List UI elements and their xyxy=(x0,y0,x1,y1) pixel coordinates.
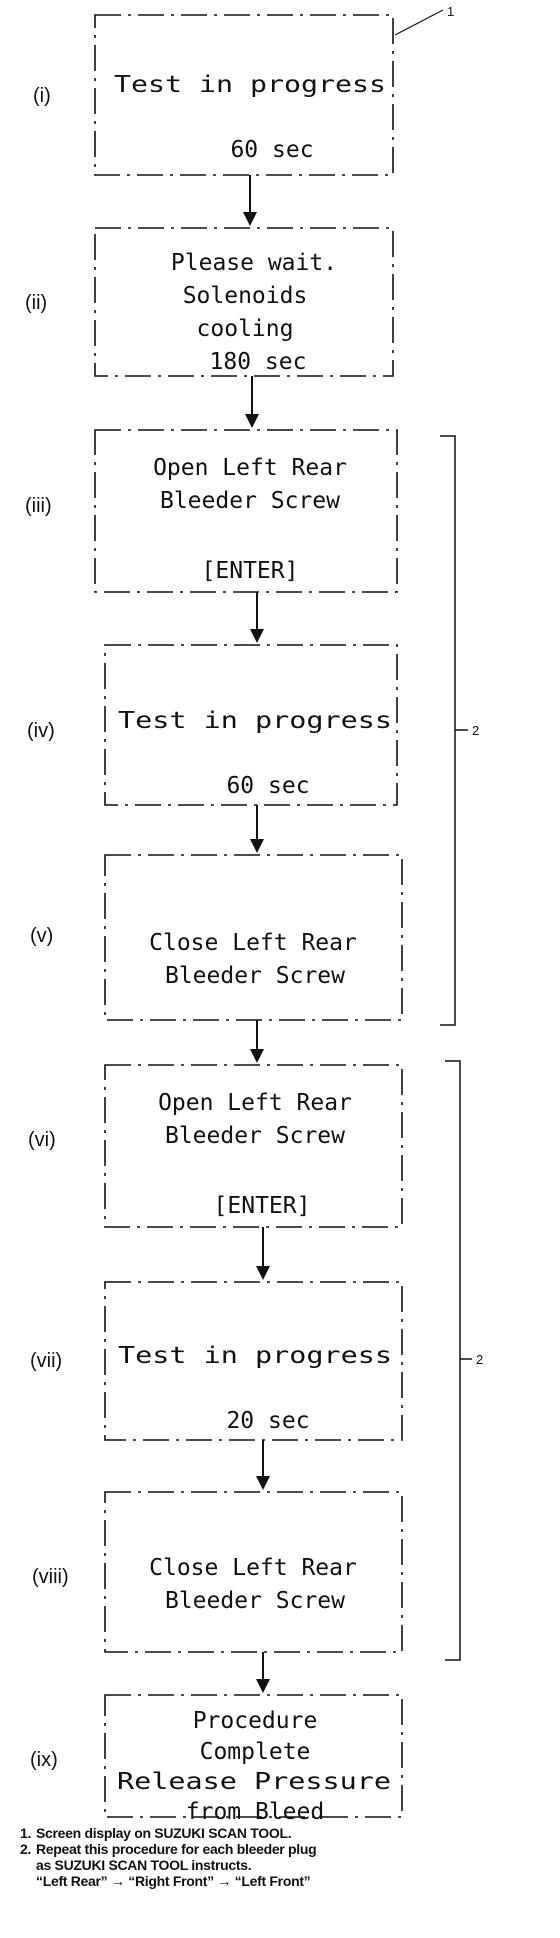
screen-text-line: from Bleed xyxy=(186,1799,324,1825)
screen-1-text: Test in progress 60 sec xyxy=(114,72,386,163)
screen-6-text: Open Left Rear Bleeder Screw [ENTER] xyxy=(158,1090,352,1219)
screen-8-text: Close Left Rear Bleeder Screw xyxy=(149,1555,357,1614)
screen-3-text: Open Left Rear Bleeder Screw [ENTER] xyxy=(153,455,347,584)
step-label-1: (i) xyxy=(33,85,51,107)
callout-1: 1 xyxy=(447,4,454,19)
screen-text-line: Bleeder Screw xyxy=(165,1588,345,1614)
screen-text-line: Solenoids xyxy=(183,283,308,309)
footnote-1: 1. Screen display on SUZUKI SCAN TOOL. xyxy=(20,1825,440,1841)
screen-box-3 xyxy=(94,429,398,593)
screen-box-2 xyxy=(94,227,394,377)
step-label-2: (ii) xyxy=(25,292,47,314)
callout-2b: 2 xyxy=(476,1352,483,1367)
screen-box-1 xyxy=(94,14,394,176)
callout-leader-1 xyxy=(394,9,444,36)
screen-box-8 xyxy=(104,1491,403,1653)
screen-7-text: Test in progress 20 sec xyxy=(118,1343,392,1434)
step-label-5: (v) xyxy=(30,925,53,947)
step-label-4: (iv) xyxy=(27,720,55,742)
step-label-8: (viii) xyxy=(32,1566,69,1588)
screen-5-text: Close Left Rear Bleeder Screw xyxy=(149,930,357,989)
screen-text-line: Test in progress xyxy=(118,1343,392,1369)
screen-2-text: Please wait. Solenoids cooling 180 sec xyxy=(171,250,337,375)
screen-text-line: Bleeder Screw xyxy=(165,1123,345,1149)
footnote-line: “Left Rear” → “Right Front” → “Left Fron… xyxy=(36,1873,311,1889)
screen-text-line: Close Left Rear xyxy=(149,1555,357,1581)
footnote-number: 1. xyxy=(20,1825,32,1841)
screen-text-line: Bleeder Screw xyxy=(165,963,345,989)
screen-text-line: [ENTER] xyxy=(214,1193,311,1219)
connector-arrows xyxy=(243,175,270,1693)
footnote-text: Screen display on SUZUKI SCAN TOOL. xyxy=(36,1825,292,1841)
screen-9-text: Procedure Complete Release Pressure from… xyxy=(117,1708,391,1825)
screen-text-line: Test in progress xyxy=(118,708,392,734)
screen-text-line: Open Left Rear xyxy=(153,455,347,481)
screen-text-line: 60 sec xyxy=(230,137,313,163)
bracket-group-b xyxy=(445,1060,472,1661)
screen-text-line: Please wait. xyxy=(171,250,337,276)
step-label-6: (vi) xyxy=(28,1129,56,1151)
screen-4-text: Test in progress 60 sec xyxy=(118,708,392,799)
screen-text-line: Complete xyxy=(200,1739,311,1765)
screen-text-line: cooling xyxy=(197,316,294,342)
screen-text-line: 20 sec xyxy=(226,1408,309,1434)
footnote-number: 2. xyxy=(20,1841,32,1857)
screen-text-line: Procedure xyxy=(193,1708,318,1734)
screen-text-line: Test in progress xyxy=(114,72,386,98)
screen-text-line: Open Left Rear xyxy=(158,1090,352,1116)
footnote-line: Repeat this procedure for each bleeder p… xyxy=(36,1841,317,1857)
screen-text-line: Close Left Rear xyxy=(149,930,357,956)
screen-text-line: Bleeder Screw xyxy=(160,488,340,514)
screen-text-line: [ENTER] xyxy=(202,558,299,584)
footnote-text: Repeat this procedure for each bleeder p… xyxy=(36,1841,317,1889)
footnote-2: 2. Repeat this procedure for each bleede… xyxy=(20,1841,440,1889)
footnote-line: Screen display on SUZUKI SCAN TOOL. xyxy=(36,1825,292,1841)
footnotes: 1. Screen display on SUZUKI SCAN TOOL. 2… xyxy=(20,1825,440,1889)
step-label-7: (vii) xyxy=(30,1350,62,1372)
step-label-3: (iii) xyxy=(25,495,52,517)
callout-2a: 2 xyxy=(472,723,479,738)
screen-box-6 xyxy=(104,1064,403,1228)
screen-box-7 xyxy=(104,1281,403,1441)
screen-box-9 xyxy=(104,1694,403,1818)
screen-text-line: 180 sec xyxy=(210,349,307,375)
step-label-9: (ix) xyxy=(30,1749,58,1771)
footnote-line: as SUZUKI SCAN TOOL instructs. xyxy=(36,1857,252,1873)
bracket-group-a xyxy=(440,435,468,1026)
screen-text-line: 60 sec xyxy=(226,773,309,799)
screen-box-4 xyxy=(104,644,398,806)
screen-box-5 xyxy=(104,854,403,1021)
screen-text-line: Release Pressure xyxy=(117,1769,391,1795)
